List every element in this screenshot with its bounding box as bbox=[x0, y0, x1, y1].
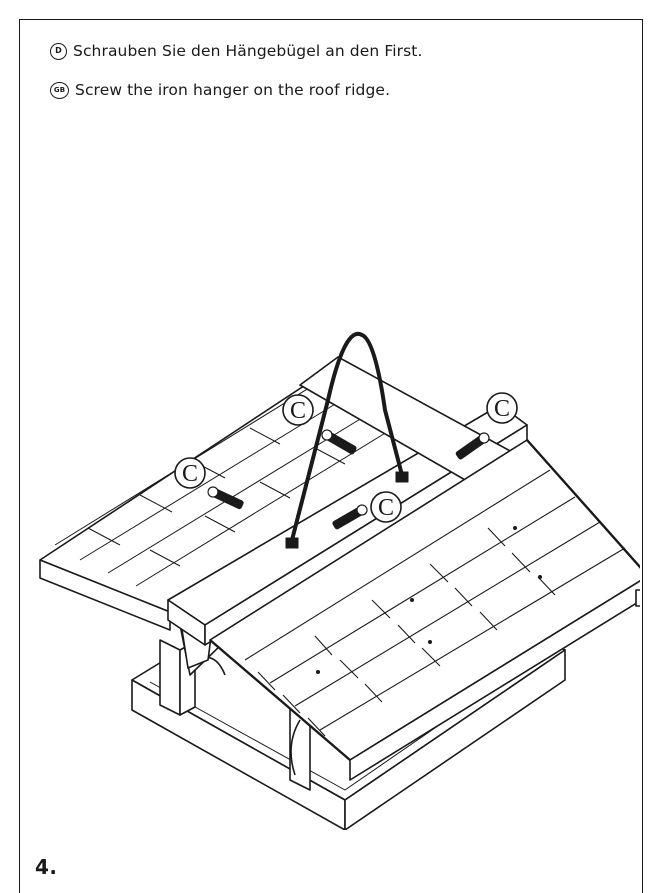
instruction-text-gb: Screw the iron hanger on the roof ridge. bbox=[75, 81, 391, 99]
callout-c-left: C bbox=[174, 457, 206, 489]
page-frame bbox=[19, 19, 643, 893]
instruction-de: D Schrauben Sie den Hängebügel an den Fi… bbox=[50, 42, 422, 60]
svg-text:C: C bbox=[182, 461, 198, 487]
callout-c-center: C bbox=[370, 491, 402, 523]
iron-hanger bbox=[285, 331, 409, 549]
step-number: 4. bbox=[35, 855, 58, 879]
callout-c-top-right: C bbox=[486, 392, 518, 424]
language-badge-de: D bbox=[50, 42, 67, 60]
screws bbox=[207, 429, 490, 530]
instruction-gb: GB Screw the iron hanger on the roof rid… bbox=[50, 81, 390, 99]
bird-feeder-assembly-illustration: C C C C bbox=[39, 331, 640, 830]
roof-front-slope bbox=[209, 439, 640, 781]
svg-text:C: C bbox=[378, 495, 394, 521]
callout-c-top-left: C bbox=[282, 394, 314, 426]
instruction-text-de: Schrauben Sie den Hängebügel an den Firs… bbox=[73, 42, 423, 60]
language-badge-gb: GB bbox=[50, 81, 69, 99]
svg-text:C: C bbox=[290, 398, 306, 424]
screw-callouts: C C C C bbox=[174, 392, 518, 523]
svg-text:C: C bbox=[494, 396, 510, 422]
